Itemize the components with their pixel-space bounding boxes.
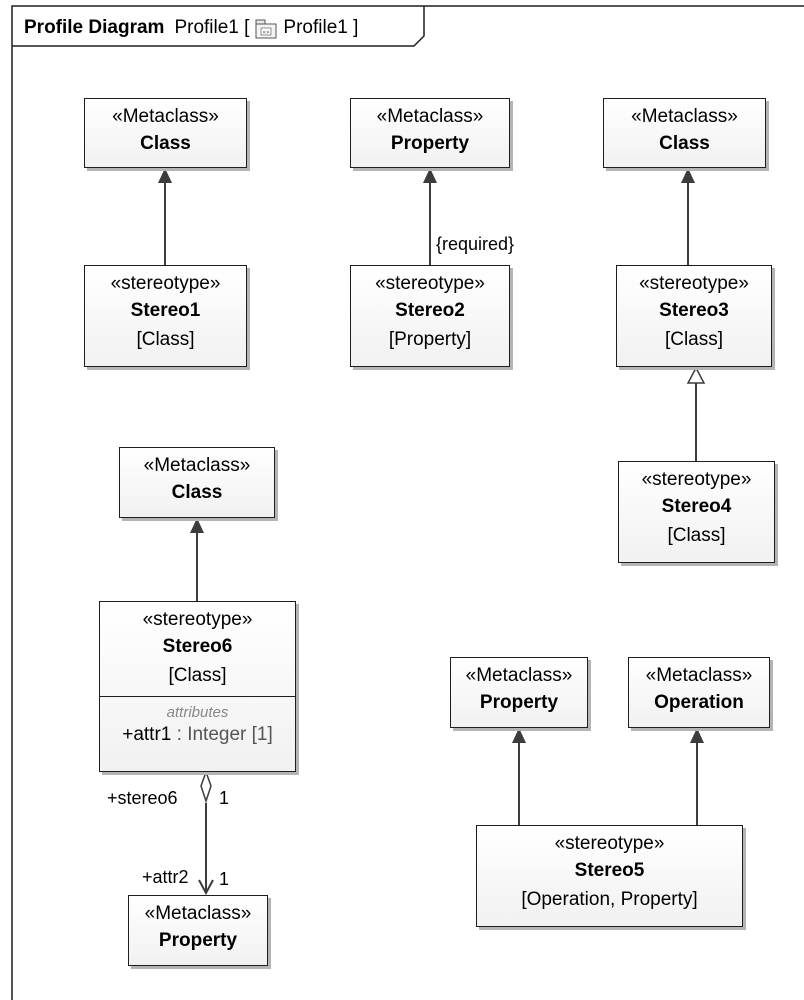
association-end-stereo6: +stereo6 <box>107 788 178 808</box>
attributes-compartment-title: attributes <box>166 704 229 721</box>
metaclass-operation[interactable]: «Metaclass» Operation <box>628 657 770 728</box>
stereotype-label: «Metaclass» <box>645 665 753 686</box>
compartment-divider <box>100 696 295 697</box>
stereotype-label: «stereotype» <box>639 273 749 294</box>
stereotype-label: «stereotype» <box>142 609 253 630</box>
element-name: Operation <box>654 692 744 713</box>
stereotype-stereo1[interactable]: «stereotype» Stereo1 [Class] <box>84 265 247 367</box>
arrowhead-stereo5-operation <box>690 728 704 743</box>
stereotype-label: «Metaclass» <box>144 903 252 924</box>
arrowhead-stereo6 <box>190 518 204 533</box>
element-name: Property <box>158 930 238 951</box>
element-name: Property <box>390 133 470 154</box>
stereotype-label: «Metaclass» <box>143 455 251 476</box>
metaclass-property-2[interactable]: «Metaclass» Property <box>128 895 268 966</box>
stereotype-label: «Metaclass» <box>376 106 484 127</box>
element-name: Property <box>479 692 559 713</box>
extended-metaclass: [Class] <box>136 329 195 350</box>
attribute-name: +attr1 <box>122 724 172 745</box>
element-name: Stereo6 <box>162 636 233 657</box>
element-name: Stereo3 <box>659 300 729 321</box>
diagram-header: Profile Diagram Profile1 [ «» Profile1 ] <box>24 15 358 41</box>
diagram-kind: Profile Diagram <box>24 17 165 38</box>
metaclass-property-1[interactable]: «Metaclass» Property <box>350 98 510 168</box>
stereotype-stereo2[interactable]: «stereotype» Stereo2 [Property] <box>350 265 510 367</box>
element-name: Stereo4 <box>661 496 732 517</box>
metaclass-property-3[interactable]: «Metaclass» Property <box>450 657 588 728</box>
metaclass-class-2[interactable]: «Metaclass» Class <box>603 98 766 168</box>
stereotype-label: «stereotype» <box>375 273 485 294</box>
arrowhead-stereo5-property <box>512 728 526 743</box>
element-name: Stereo2 <box>395 300 465 321</box>
stereotype-label: «stereotype» <box>641 469 752 490</box>
stereotype-stereo3[interactable]: «stereotype» Stereo3 [Class] <box>616 265 772 367</box>
required-constraint-label: {required} <box>436 234 515 254</box>
stereotype-stereo4[interactable]: «stereotype» Stereo4 [Class] <box>618 461 775 563</box>
aggregation-diamond <box>200 769 212 804</box>
element-name: Stereo5 <box>574 860 645 881</box>
profile-package-icon: «» <box>255 17 277 39</box>
stereotype-label: «stereotype» <box>554 833 665 854</box>
attribute-row[interactable]: +attr1 : Integer [1] <box>100 723 295 747</box>
element-name: Class <box>171 482 223 503</box>
stereotype-label: «stereotype» <box>110 273 221 294</box>
stereotype-label: «Metaclass» <box>112 106 219 127</box>
metaclass-class-3[interactable]: «Metaclass» Class <box>119 447 275 518</box>
multiplicity-stereo6: 1 <box>219 788 230 808</box>
package-name: Profile1 ] <box>283 17 359 38</box>
extended-metaclass: [Operation, Property] <box>521 889 698 910</box>
extended-metaclass: [Class] <box>667 525 726 546</box>
arrowhead-stereo3 <box>681 168 695 183</box>
stereotype-stereo5[interactable]: «stereotype» Stereo5 [Operation, Propert… <box>476 825 743 927</box>
generalization-arrowhead <box>686 366 706 384</box>
multiplicity-attr2: 1 <box>219 869 230 889</box>
extended-metaclass: [Class] <box>168 665 227 686</box>
element-name: Class <box>659 133 710 154</box>
extended-metaclass: [Property] <box>388 329 472 350</box>
svg-text:«»: «» <box>263 29 271 36</box>
attribute-type: : Integer [1] <box>171 724 273 745</box>
stereotype-label: «Metaclass» <box>631 106 738 127</box>
stereotype-stereo6[interactable]: «stereotype» Stereo6 [Class] attributes … <box>99 601 296 772</box>
diagram-name: Profile1 [ <box>174 17 250 38</box>
arrowhead-stereo2 <box>423 168 437 183</box>
element-name: Stereo1 <box>130 300 201 321</box>
extended-metaclass: [Class] <box>664 329 724 350</box>
element-name: Class <box>140 133 191 154</box>
arrowhead-stereo1 <box>158 168 172 183</box>
association-end-attr2: +attr2 <box>142 867 189 887</box>
metaclass-class-1[interactable]: «Metaclass» Class <box>84 98 247 168</box>
stereotype-label: «Metaclass» <box>465 665 573 686</box>
navigability-arrowhead <box>198 879 214 896</box>
